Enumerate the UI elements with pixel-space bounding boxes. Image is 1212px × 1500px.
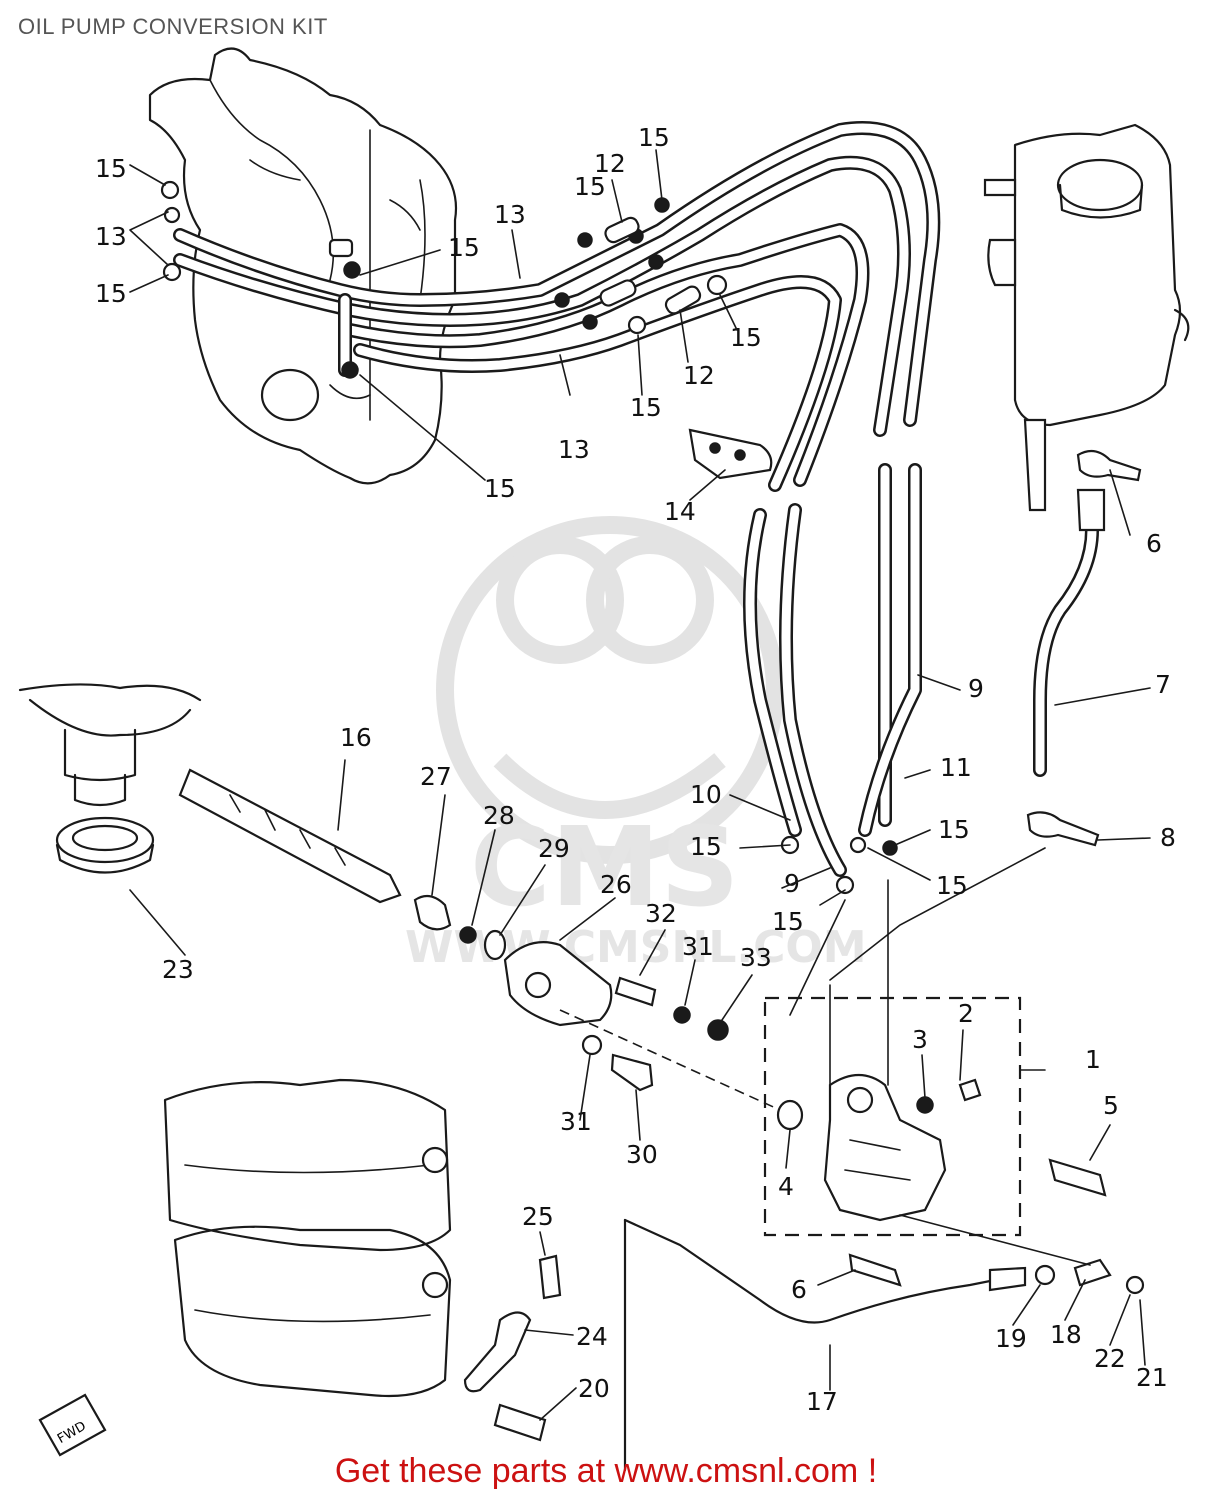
callout-31b: 31 — [560, 1107, 592, 1136]
hose-bracket — [688, 428, 773, 480]
callout-32: 32 — [645, 899, 677, 928]
callout-12b: 12 — [683, 361, 715, 390]
callout-31: 31 — [682, 932, 714, 961]
watermark-url-text: WWW.CMSNL.COM — [405, 922, 867, 973]
callout-15j: 15 — [938, 815, 970, 844]
callout-5: 5 — [1103, 1091, 1119, 1120]
callout-11: 11 — [940, 753, 972, 782]
callout-33: 33 — [740, 943, 772, 972]
callout-15g: 15 — [630, 393, 662, 422]
callout-24: 24 — [576, 1322, 608, 1351]
callout-6: 6 — [791, 1275, 807, 1304]
engine-block-drawing — [148, 47, 458, 485]
callout-23: 23 — [162, 955, 194, 984]
callout-13: 13 — [95, 222, 127, 251]
page-title: OIL PUMP CONVERSION KIT — [18, 14, 328, 39]
callout-15h: 15 — [484, 474, 516, 503]
callout-26: 26 — [600, 870, 632, 899]
callout-16: 16 — [340, 723, 372, 752]
callout-17: 17 — [806, 1387, 838, 1416]
pump-body-assembly — [503, 941, 804, 1131]
linkage-and-cable — [463, 1214, 1145, 1472]
hose-clips — [160, 180, 898, 895]
callout-6b: 6 — [1146, 529, 1162, 558]
callout-27: 27 — [420, 762, 452, 791]
callout-15f: 15 — [730, 323, 762, 352]
callout-21: 21 — [1136, 1363, 1168, 1392]
leader-lines — [129, 149, 1151, 1421]
callout-29: 29 — [538, 834, 570, 863]
callout-14: 14 — [664, 497, 696, 526]
carburetor-drawing: FWD — [38, 1078, 452, 1457]
callout-15k: 15 — [936, 871, 968, 900]
oil-tank — [983, 123, 1190, 512]
oil-pump-unit — [763, 879, 1107, 1287]
callout-1: 1 — [1085, 1045, 1101, 1074]
callout-9: 9 — [968, 674, 984, 703]
fittings-and-hose-7 — [829, 449, 1142, 981]
footer-promo-text: Get these parts at www.cmsnl.com ! — [334, 1452, 878, 1490]
callout-30: 30 — [626, 1140, 658, 1169]
callout-15e: 15 — [448, 233, 480, 262]
callout-7: 7 — [1155, 670, 1171, 699]
callout-19: 19 — [995, 1324, 1027, 1353]
drive-shaft-assembly — [18, 683, 507, 961]
watermark-logo-text: CMS — [470, 803, 739, 931]
callout-13b: 13 — [494, 200, 526, 229]
callout-12: 12 — [594, 149, 626, 178]
callout-15c: 15 — [574, 172, 606, 201]
callout-2: 2 — [958, 999, 974, 1028]
callout-20: 20 — [578, 1374, 610, 1403]
callout-8: 8 — [1160, 823, 1176, 852]
callout-15i: 15 — [690, 832, 722, 861]
callout-15d: 15 — [638, 123, 670, 152]
callout-4: 4 — [778, 1172, 794, 1201]
callout-15a: 15 — [95, 154, 127, 183]
callout-3: 3 — [912, 1025, 928, 1054]
callout-15b: 15 — [95, 279, 127, 308]
callout-25: 25 — [522, 1202, 554, 1231]
callout-15l: 15 — [772, 907, 804, 936]
callout-10: 10 — [690, 780, 722, 809]
cmsnl-watermark: CMS WWW.CMSNL.COM — [405, 516, 867, 973]
callout-22: 22 — [1094, 1344, 1126, 1373]
hose-bundle — [173, 121, 941, 877]
callout-13c: 13 — [558, 435, 590, 464]
callout-18: 18 — [1050, 1320, 1082, 1349]
callout-28: 28 — [483, 801, 515, 830]
